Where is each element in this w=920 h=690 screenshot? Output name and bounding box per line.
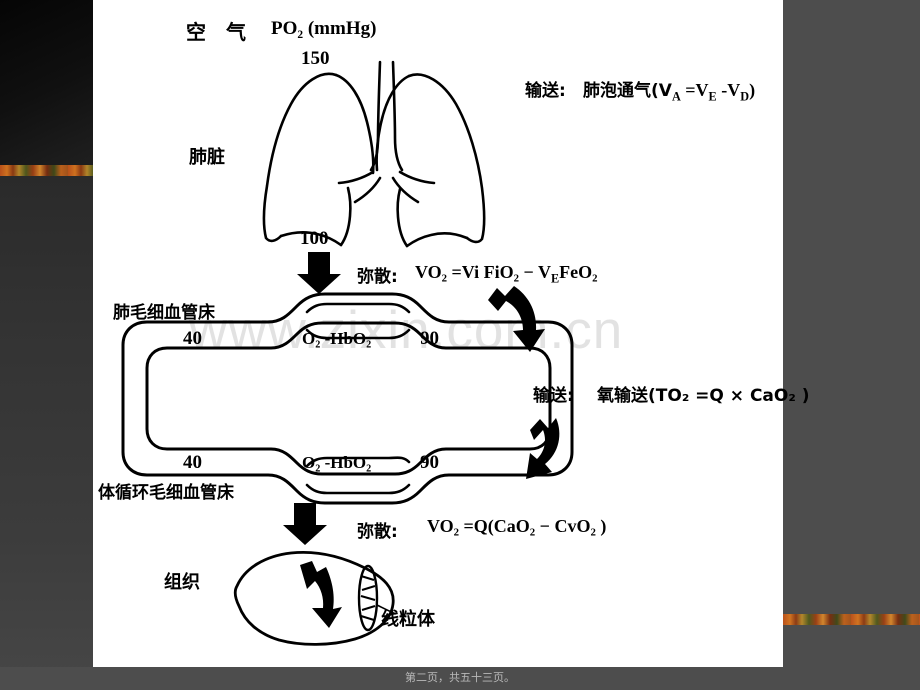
backdrop-dark-left-lower — [0, 174, 93, 690]
watermark-text: www.zixin.com.cn — [189, 301, 624, 360]
arrow-capillary-to-tissue — [283, 503, 327, 545]
hemoglobin-label-top: O₂ -HbO₂ — [302, 329, 372, 348]
backdrop-bottom — [0, 667, 920, 690]
air-po2-value: 150 — [301, 48, 330, 69]
systemic-arterial-po2: 40 — [183, 452, 202, 473]
transport-oxygen-label: 输送: — [533, 386, 574, 406]
hemoglobin-label-bottom: O₂ -HbO₂ — [302, 453, 372, 472]
backdrop-right — [783, 0, 920, 690]
diffusion-label-2: 弥散: — [357, 522, 398, 542]
page-footer: 第二页，共五十三页。 — [405, 671, 515, 684]
lung-illustration — [262, 60, 486, 248]
pulmonary-arterial-po2: 90 — [420, 328, 439, 349]
diffusion-label-1: 弥散: — [357, 267, 398, 287]
mitochondria-label: 线粒体 — [381, 609, 435, 630]
pulmonary-venous-po2: 40 — [183, 328, 202, 349]
alveolar-po2-value: 100 — [300, 228, 329, 249]
diffusion-equation-1: VO₂ =Vi FiO₂ − VEFeO₂ — [415, 262, 598, 286]
tissue-illustration — [233, 550, 397, 646]
po2-unit-label: PO₂ (mmHg) — [271, 18, 377, 39]
slide-canvas: www.zixin.com.cn 空 气 PO₂ (mmHg) 150 — [93, 0, 810, 667]
systemic-capillary-bed-label: 体循环毛细血管床 — [98, 483, 234, 503]
diffusion-equation-2: VO₂ =Q(CaO₂ − CvO₂ ) — [427, 516, 607, 536]
air-label: 空 气 — [186, 20, 246, 44]
transport-oxygen-equation: 氧输送(TO₂ =Q × CaO₂ ) — [597, 386, 810, 406]
systemic-venous-po2: 90 — [420, 452, 439, 473]
arrow-lung-to-pulmonary-capillary — [297, 252, 341, 294]
decorative-color-band-left — [0, 165, 93, 176]
pulmonary-capillary-bed-label: 肺毛细血管床 — [113, 303, 215, 323]
transport-ventilation-label: 输送: — [525, 81, 566, 101]
circulation-flow-arrows — [488, 286, 560, 479]
lung-label: 肺脏 — [189, 147, 225, 168]
tissue-label: 组织 — [164, 572, 200, 593]
decorative-color-band-right — [783, 614, 920, 625]
transport-ventilation-equation: 肺泡通气(VA =VE -VD) — [583, 80, 756, 104]
